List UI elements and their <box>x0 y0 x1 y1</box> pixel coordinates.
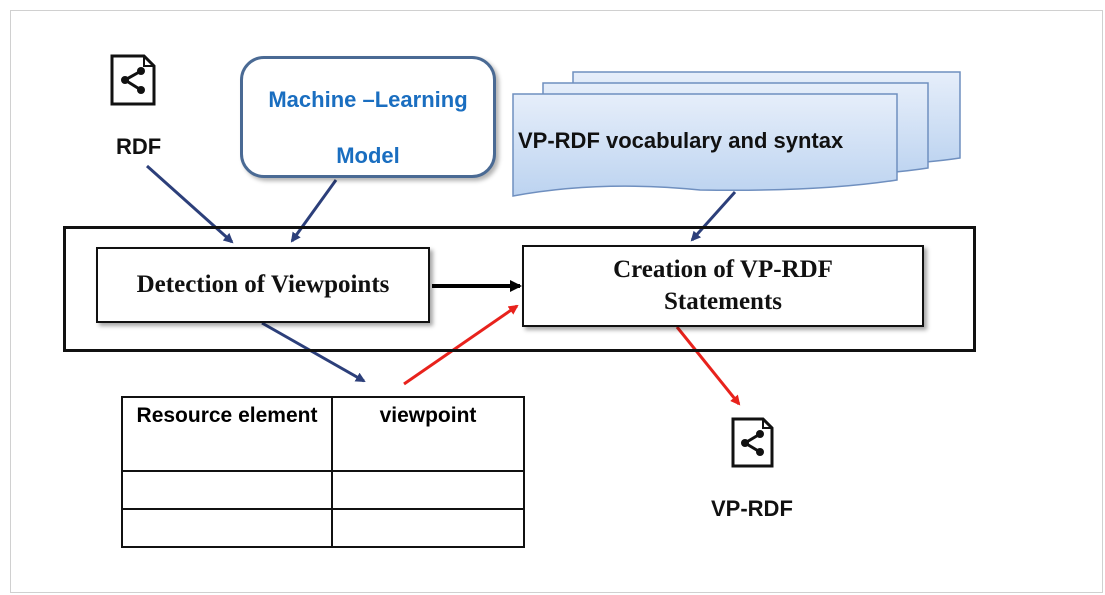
vp-rdf-document-icon <box>731 417 774 468</box>
table-cell <box>331 470 525 510</box>
vocabulary-document-stack <box>512 71 961 197</box>
arrow-rdf-to-detection <box>146 164 234 244</box>
creation-label-line2: Statements <box>663 288 783 315</box>
arrow-creation-to-vprdf <box>675 326 741 406</box>
arrow-detection-to-table <box>261 321 366 383</box>
arrow-vocabulary-to-creation <box>690 190 737 242</box>
table-cell <box>331 508 525 548</box>
detection-label: Detection of Viewpoints <box>136 271 390 298</box>
table-cell <box>121 470 333 510</box>
rdf-document-icon <box>110 54 156 106</box>
table-cell <box>121 508 333 548</box>
vocabulary-label: VP-RDF vocabulary and syntax <box>518 128 844 153</box>
ml-model-line1: Machine –Learning <box>268 87 468 112</box>
creation-box: Creation of VP-RDF Statements <box>522 245 924 327</box>
arrow-table-to-creation <box>403 304 519 386</box>
table-row <box>121 508 525 548</box>
table-header-resource: Resource element <box>121 396 333 472</box>
table-header-viewpoint: viewpoint <box>331 396 525 472</box>
resource-viewpoint-table: Resource element viewpoint <box>121 396 525 548</box>
arrow-ml-to-detection <box>290 179 338 243</box>
table-row <box>121 470 525 510</box>
detection-box: Detection of Viewpoints <box>96 247 430 323</box>
table-header-row: Resource element viewpoint <box>121 396 525 472</box>
ml-model-box: Machine –Learning Model <box>240 56 496 178</box>
creation-label-line1: Creation of VP-RDF <box>613 256 833 283</box>
ml-model-line2: Model <box>336 143 400 168</box>
rdf-label: RDF <box>116 134 162 159</box>
vp-rdf-label: VP-RDF <box>711 496 793 521</box>
process-container <box>63 226 976 352</box>
